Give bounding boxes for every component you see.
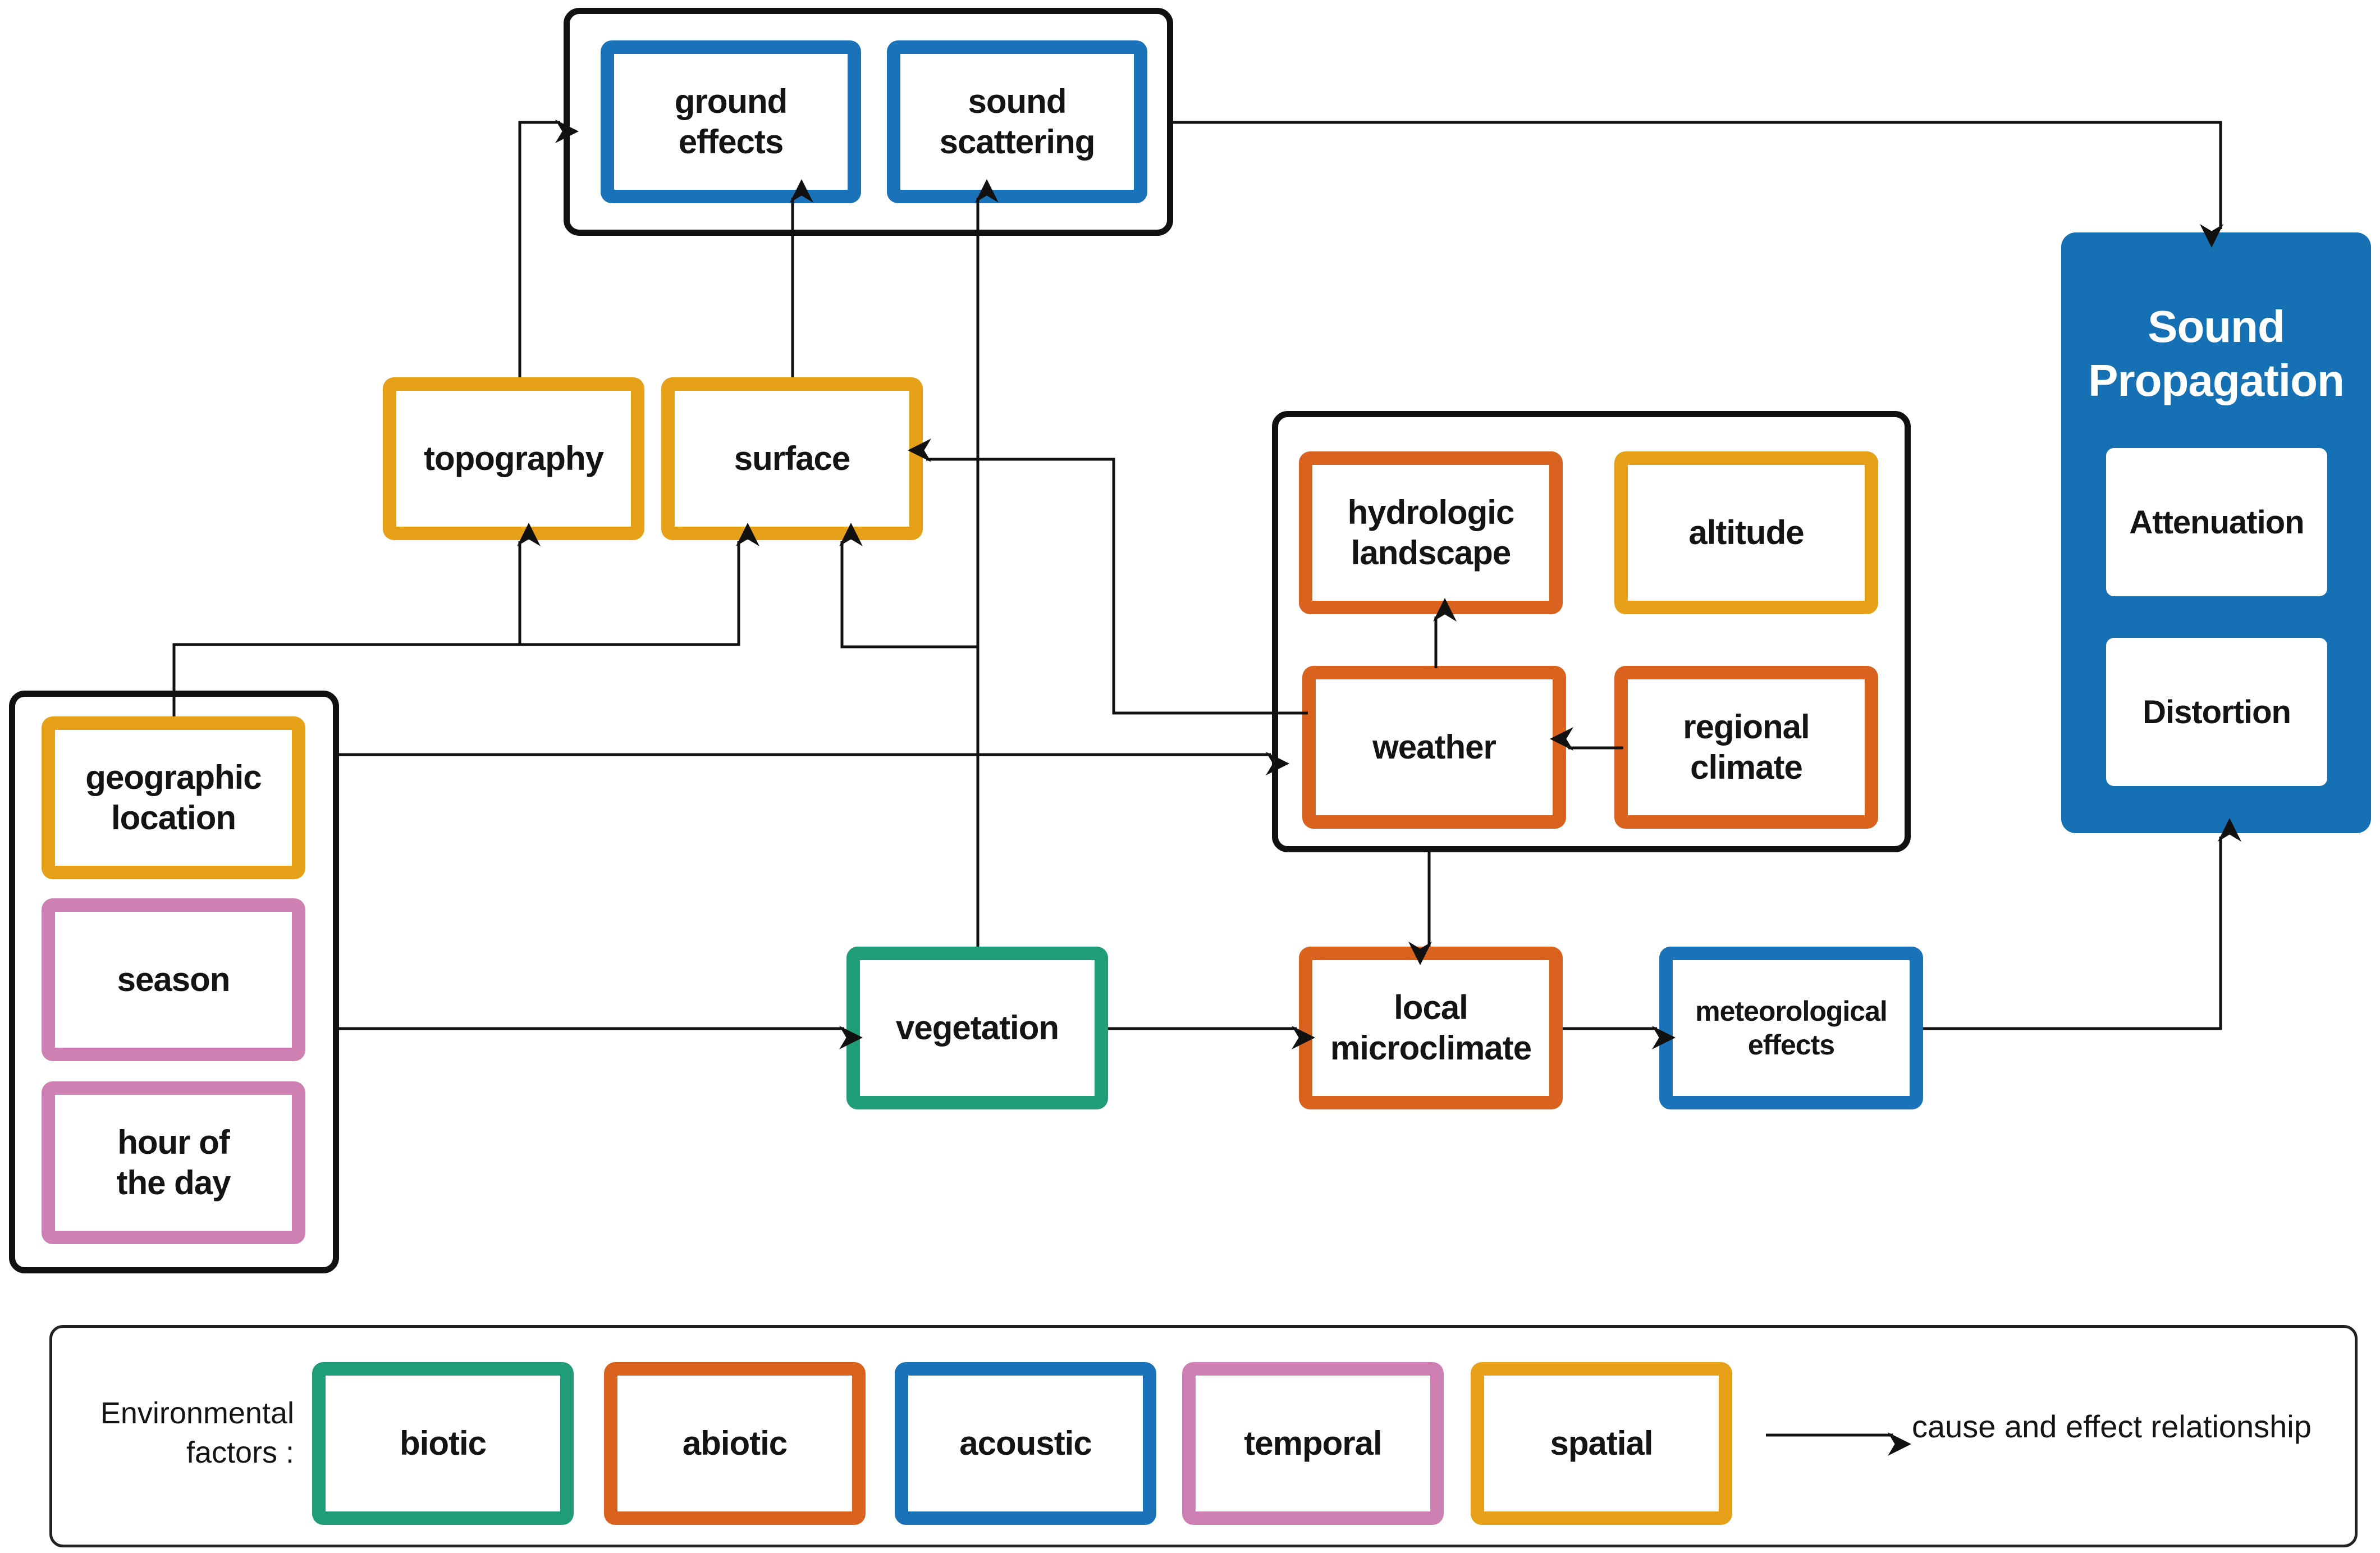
hour-of-day-label: hour of the day xyxy=(116,1123,231,1202)
surface-label: surface xyxy=(734,440,850,477)
legend xyxy=(49,1325,2358,1547)
legend-acoustic: acoustic xyxy=(895,1362,1156,1525)
ground-effects-label: ground effects xyxy=(674,83,788,161)
arrow-vegetation-to-surface xyxy=(839,523,978,648)
attenuation-item: Attenuation xyxy=(2106,448,2327,596)
hour-of-day-node: hour of the day xyxy=(42,1081,305,1244)
legend-abiotic: abiotic xyxy=(604,1362,866,1525)
legend-temporal-label: temporal xyxy=(1244,1424,1382,1462)
arrow-meteorological-to-propagation xyxy=(1923,818,2241,1030)
vegetation-label: vegetation xyxy=(895,1009,1059,1047)
altitude-node: altitude xyxy=(1614,451,1878,614)
legend-acoustic-label: acoustic xyxy=(959,1424,1092,1462)
climate-group xyxy=(1272,411,1911,852)
surface-node: surface xyxy=(661,377,923,540)
legend-temporal: temporal xyxy=(1182,1362,1444,1525)
weather-label: weather xyxy=(1372,728,1496,766)
arrow-geolocation-to-topography xyxy=(172,523,541,716)
geographic-location-label: geographic location xyxy=(85,759,262,837)
ground-effects-node: ground effects xyxy=(601,40,861,203)
sound-scattering-node: sound scattering xyxy=(887,40,1147,203)
topography-label: topography xyxy=(424,440,604,477)
hydrologic-landscape-label: hydrologic landscape xyxy=(1347,494,1515,572)
arrow-weather-to-surface xyxy=(908,439,1308,715)
meteorological-effects-label: meteorological effects xyxy=(1695,995,1888,1061)
legend-biotic-label: biotic xyxy=(400,1424,487,1462)
regional-climate-label: regional climate xyxy=(1683,708,1810,786)
season-label: season xyxy=(117,961,231,998)
legend-abiotic-label: abiotic xyxy=(682,1424,788,1462)
legend-spatial: spatial xyxy=(1471,1362,1732,1525)
distortion-item: Distortion xyxy=(2106,638,2327,786)
sound-scattering-label: sound scattering xyxy=(939,83,1096,161)
arrow-topography-to-group xyxy=(518,120,579,377)
topography-node: topography xyxy=(383,377,644,540)
arrow-geolocation-to-surface xyxy=(520,523,759,646)
geographic-location-node: geographic location xyxy=(42,716,305,879)
local-microclimate-node: local microclimate xyxy=(1299,947,1563,1109)
arrow-group-to-propagation xyxy=(1173,121,2223,248)
hydrologic-landscape-node: hydrologic landscape xyxy=(1299,451,1563,614)
weather-node: weather xyxy=(1302,666,1566,829)
legend-spatial-label: spatial xyxy=(1550,1424,1653,1462)
meteorological-effects-node: meteorological effects xyxy=(1659,947,1923,1109)
local-microclimate-label: local microclimate xyxy=(1330,989,1532,1067)
legend-arrow-label: cause and effect relationship xyxy=(1912,1409,2312,1444)
sound-propagation-panel: Sound Propagation Attenuation Distortion xyxy=(2061,232,2371,833)
sound-propagation-title: Sound Propagation xyxy=(2088,302,2345,405)
regional-climate-node: regional climate xyxy=(1614,666,1878,829)
vegetation-node: vegetation xyxy=(846,947,1108,1109)
season-node: season xyxy=(42,898,305,1061)
altitude-label: altitude xyxy=(1688,514,1804,551)
legend-title: Environmental factors : xyxy=(100,1396,294,1470)
legend-biotic: biotic xyxy=(312,1362,574,1525)
